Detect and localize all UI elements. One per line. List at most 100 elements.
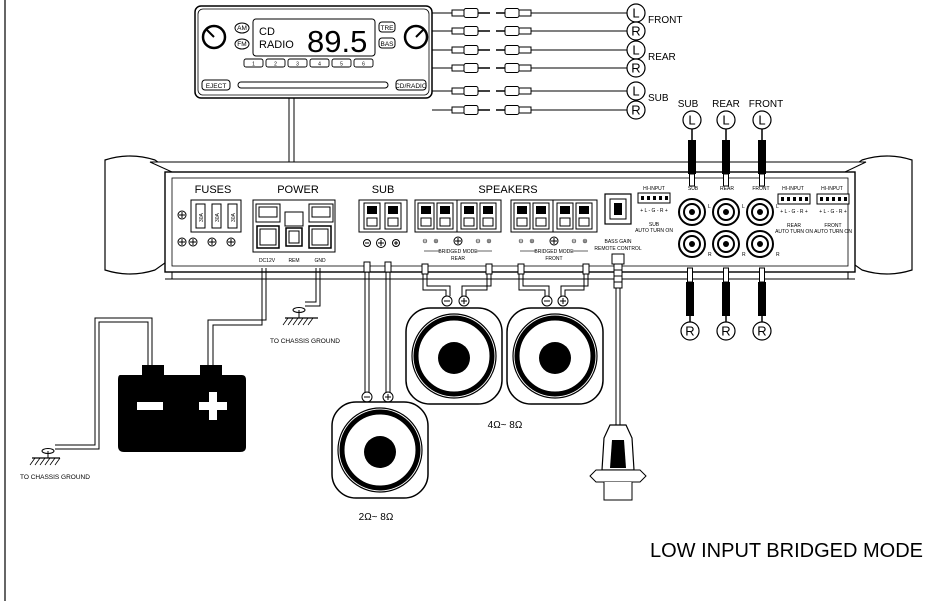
power-wire [207, 268, 267, 365]
treble-button[interactable]: TRE [378, 21, 396, 33]
svg-text:⊖: ⊖ [571, 238, 577, 245]
channel-l-marker-3: L [626, 40, 646, 60]
bass-gain-label: BASS GAIN [605, 239, 632, 245]
bass-button[interactable]: BAS [378, 37, 396, 49]
radio-mode-label: RADIO [259, 39, 294, 51]
svg-text:R: R [721, 324, 730, 339]
input-plug-bottom-1: R [680, 267, 700, 341]
amp-rca-jack-3-r [746, 230, 774, 258]
bass-remote-cable [611, 253, 625, 425]
rca-sub-label: SUB [688, 186, 699, 192]
svg-text:5: 5 [340, 62, 343, 68]
input-plug-top-3: L [752, 110, 772, 187]
battery [118, 365, 246, 452]
fuse-1: 30A [195, 203, 206, 229]
channel-l-marker-1: L [626, 3, 646, 23]
hi-input-sub-label: HI-INPUT [643, 186, 665, 192]
volume-knob[interactable] [201, 24, 227, 50]
input-plug-top-1: L [682, 110, 702, 187]
fm-button[interactable]: FM [234, 38, 250, 50]
hi-input-rear-pins: + L - G - R + [780, 209, 808, 215]
am-label: AM [237, 25, 247, 32]
input-sub-label: SUB [678, 99, 699, 110]
preset-button-5[interactable]: 5 [331, 58, 352, 68]
svg-text:R: R [631, 103, 640, 118]
preset-button-1[interactable]: 1 [243, 58, 264, 68]
svg-text:⊕: ⊕ [582, 238, 588, 245]
bridged-speaker-wires [421, 263, 590, 307]
mode-title: LOW INPUT BRIDGED MODE [650, 540, 923, 562]
rca-front-label: FRONT [752, 186, 769, 192]
rca-group-label-5: SUB [648, 93, 669, 104]
main-impedance-label: 4Ω~ 8Ω [488, 420, 523, 431]
rca-l-label-2: L [742, 204, 745, 210]
svg-text:6: 6 [362, 62, 365, 68]
chassis-ground-label-1: TO CHASSIS GROUND [20, 474, 90, 481]
hi-input-front-pins: + L - G - R + [819, 209, 847, 215]
preset-button-2[interactable]: 2 [265, 58, 286, 68]
fuse-2: 30A [211, 203, 222, 229]
svg-text:R: R [631, 24, 640, 39]
input-front-label: FRONT [749, 99, 783, 110]
input-r-marker-3: R [752, 321, 772, 341]
frequency-readout: 89.5 [307, 24, 367, 59]
rear-speaker-terminals: ⊖⊕ ⊖⊕ BRIDGED MODE REAR [414, 199, 502, 262]
sub-header: SUB [372, 184, 395, 196]
rca-output-2: R [432, 21, 646, 41]
bass-remote-knob[interactable] [589, 424, 647, 501]
cd-slot [237, 81, 389, 89]
preset-button-3[interactable]: 3 [287, 58, 308, 68]
subwoofer-speaker [331, 401, 429, 499]
rear-bridged-speaker [405, 307, 503, 405]
preset-button-4[interactable]: 4 [309, 58, 330, 68]
hi-input-sub: HI-INPUT + L - G - R + SUB AUTO TURN ON [635, 186, 673, 234]
rear-speakers-label: REAR [451, 256, 465, 262]
hi-input-sub-auto: AUTO TURN ON [635, 228, 673, 234]
cd-radio-button[interactable]: CD/RADIO [395, 79, 427, 91]
battery-negative-icon [137, 402, 163, 410]
preset-button-6[interactable]: 6 [353, 58, 374, 68]
rca-r-label-2: R [742, 252, 746, 258]
channel-r-marker-4: R [626, 58, 646, 78]
am-button[interactable]: AM [234, 22, 250, 34]
right-end-cap [844, 155, 913, 275]
svg-text:L: L [688, 113, 695, 128]
ground-symbol-1 [29, 448, 61, 466]
amp-rca-jack-1-r [678, 230, 706, 258]
fm-label: FM [237, 41, 246, 48]
eject-button[interactable]: EJECT [201, 79, 231, 91]
bass-label: BAS [380, 41, 394, 48]
channel-r-marker-6: R [626, 100, 646, 120]
gnd-label: GND [314, 258, 326, 264]
tuning-knob[interactable] [403, 24, 429, 50]
front-bridged-speaker [506, 307, 604, 405]
amp-rca-jack-3-l [746, 198, 774, 226]
fuse-1-rating: 30A [199, 212, 205, 222]
svg-text:L: L [632, 6, 639, 21]
remote-control-label: REMOTE CONTROL [594, 246, 641, 252]
power-header: POWER [277, 184, 319, 196]
svg-text:R: R [685, 324, 694, 339]
svg-text:⊖: ⊖ [475, 238, 481, 245]
sub-impedance-label: 2Ω~ 8Ω [359, 512, 394, 523]
fuse-2-rating: 30A [215, 212, 221, 222]
left-end-cap [104, 155, 173, 275]
rca-rear-label: REAR [720, 186, 734, 192]
hi-input-rear-label: HI-INPUT [782, 186, 804, 192]
svg-text:R: R [631, 61, 640, 76]
hi-input-sub-channel: SUB [649, 222, 660, 228]
amp-rca-jack-2-l [712, 198, 740, 226]
channel-r-marker-2: R [626, 21, 646, 41]
input-plug-bottom-3: R [752, 267, 772, 341]
hi-input-rear-auto: AUTO TURN ON [775, 229, 813, 235]
rca-output-6: R [432, 100, 646, 120]
bridged-mode-rear-label: BRIDGED MODE [438, 249, 478, 255]
rca-output-4: R [432, 58, 646, 78]
svg-text:⊖: ⊖ [518, 238, 524, 245]
svg-text:⊕: ⊕ [433, 238, 439, 245]
channel-l-marker-5: L [626, 81, 646, 101]
amplifier: FUSES POWER SUB SPEAKERS 30A 30A 30A DC1… [104, 155, 913, 280]
